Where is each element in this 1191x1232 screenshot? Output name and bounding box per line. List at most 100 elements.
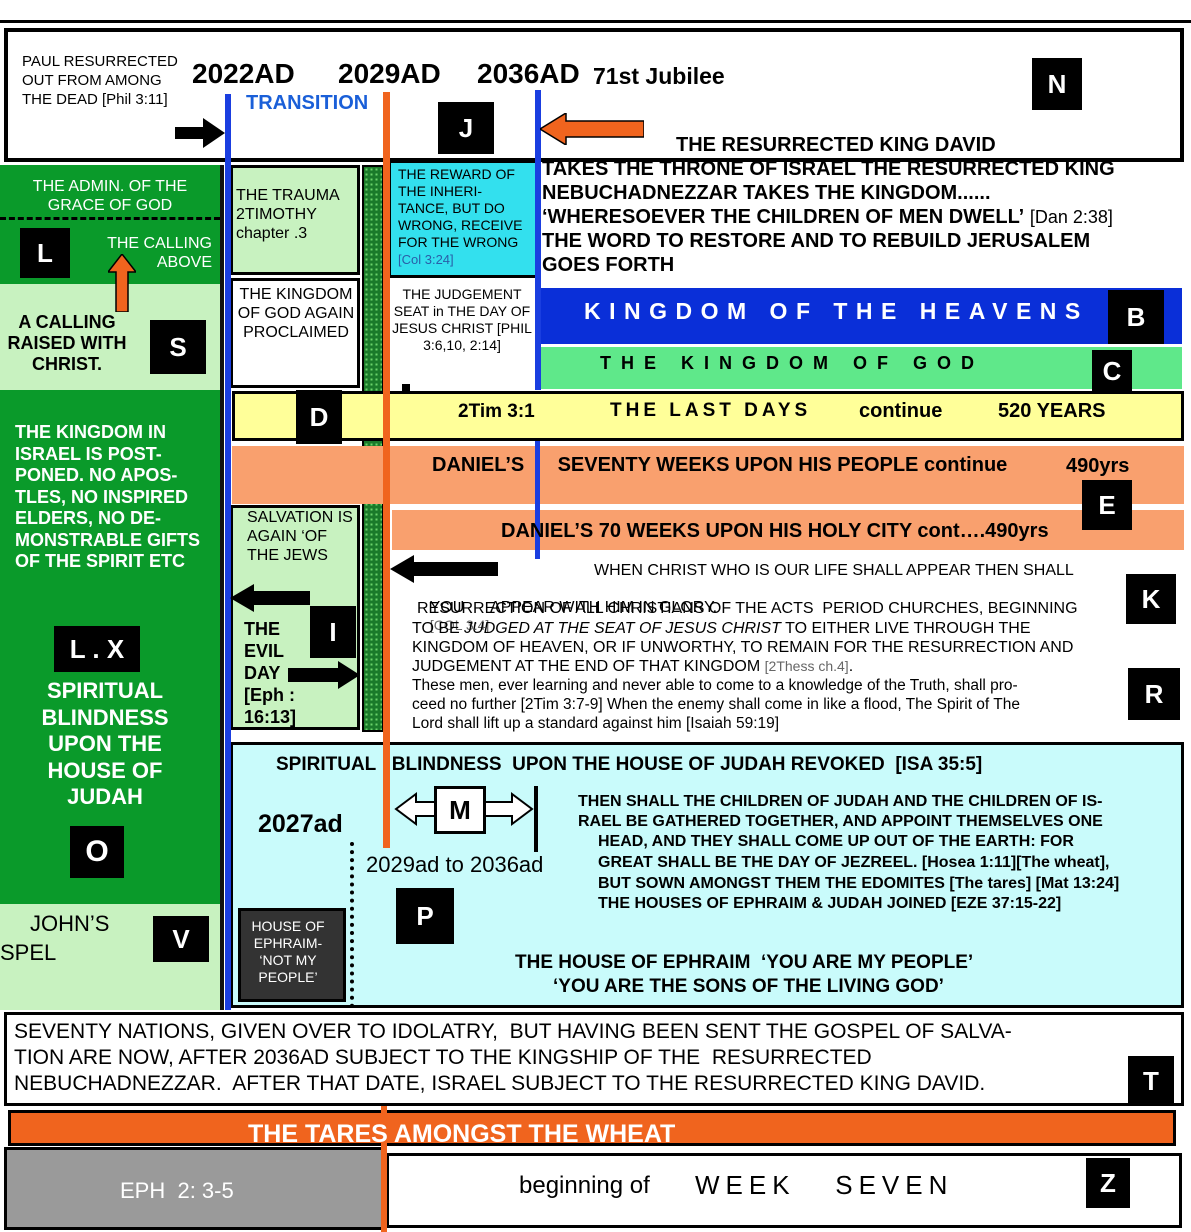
arrow-up-orange xyxy=(108,254,136,312)
label-L: L xyxy=(20,228,70,278)
nations-line1: SEVENTY NATIONS, GIVEN OVER TO IDOLATRY,… xyxy=(14,1020,1012,1043)
range-2029-2036-label: 2029ad to 2036ad xyxy=(366,852,544,877)
daniel-people-text: DANIEL’S SEVENTY WEEKS UPON HIS PEOPLE c… xyxy=(432,454,1008,476)
christ-line8: ceed no further [2Tim 3:7-9] When the en… xyxy=(412,696,1020,713)
calling-raised-text: A CALLING RAISED WITH CHRIST. xyxy=(7,312,127,374)
label-P: P xyxy=(396,888,454,944)
gather-line6: THE HOUSES OF EPHRAIM & JUDAH JOINED [EZ… xyxy=(598,895,1062,912)
king-david-line6: GOES FORTH xyxy=(542,254,675,276)
christ-line1: WHEN CHRIST WHO IS OUR LIFE SHALL APPEAR… xyxy=(594,562,1074,579)
m-end-bar xyxy=(534,786,538,852)
band-daniel-people xyxy=(232,446,1184,504)
header-panel xyxy=(4,28,1184,162)
kingdom-proclaimed-text: THE KINGDOM OF GOD AGAIN PROCLAIMED xyxy=(237,286,355,341)
trauma-text: THE TRAUMA 2TIMOTHY chapter .3 xyxy=(236,187,339,242)
kingdom-heavens-text: KINGDOM OF THE HEAVENS xyxy=(584,298,1089,324)
king-david-line4: ‘WHERESOEVER THE CHILDREN OF MEN DWELL’ … xyxy=(542,206,1113,229)
arrow-right-to-2022 xyxy=(175,118,225,148)
col-ref: [COL 3:4] xyxy=(429,617,490,633)
small-tick xyxy=(402,384,410,392)
band-kingdom-heavens xyxy=(538,288,1182,344)
spiritual-blindness-judah-text: SPIRITUAL BLINDNESS UPON THE HOUSE OF JU… xyxy=(41,678,169,809)
week-seven-text: WEEK SEVEN xyxy=(695,1170,954,1200)
dan-ref: [Dan 2:38] xyxy=(1029,207,1113,227)
label-N: N xyxy=(1032,58,1082,110)
judgement-seat-text: THE JUDGEMENT SEAT in THE DAY OF JESUS C… xyxy=(392,286,532,353)
dotted-line-2027 xyxy=(350,842,354,1008)
transition-label: TRANSITION xyxy=(246,92,369,114)
band-last-days xyxy=(232,391,1184,441)
gather-line3: HEAD, AND THEY SHALL COME UP OUT OF THE … xyxy=(598,833,1074,850)
year-2027-label: 2027ad xyxy=(258,810,343,838)
gather-line4: GREAT SHALL BE THE DAY OF JEZREEL. [Hose… xyxy=(598,854,1110,871)
week-seven-box xyxy=(386,1153,1182,1228)
gospel-text: SPEL xyxy=(0,940,57,965)
label-I: I xyxy=(310,606,356,658)
reward-main: THE REWARD OF THE INHERI-TANCE, BUT DO W… xyxy=(398,166,523,250)
gather-line2: RAEL BE GATHERED TOGETHER, AND APPOINT T… xyxy=(578,813,1103,830)
label-K: K xyxy=(1126,574,1176,624)
kingdom-god-text: THE KINGDOM OF GOD xyxy=(600,353,984,373)
king-david-line5: THE WORD TO RESTORE AND TO REBUILD JERUS… xyxy=(542,230,1091,252)
ephraim-not-my-people-text: HOUSE OF EPHRAIM- ‘NOT MY PEOPLE’ xyxy=(251,918,325,985)
to-be-text: TO BE xyxy=(412,620,460,637)
tares-band xyxy=(8,1110,1176,1146)
last-days-ref: 2Tim 3:1 xyxy=(458,401,535,422)
line-2029-orange-lower xyxy=(381,1106,387,1232)
band-kingdom-god xyxy=(538,347,1182,389)
label-Z: Z xyxy=(1086,1158,1130,1208)
label-S: S xyxy=(150,320,206,374)
johns-text: JOHN’S xyxy=(30,911,110,936)
reward-text: THE REWARD OF THE INHERI-TANCE, BUT DO W… xyxy=(398,166,532,268)
left-gap-line xyxy=(220,165,224,1010)
label-R: R xyxy=(1128,668,1180,720)
reward-ref: [Col 3:24] xyxy=(398,252,454,267)
last-days-years: 520 YEARS xyxy=(998,400,1106,422)
evil-day-text: THE EVIL DAY [Eph : 16:13] xyxy=(244,619,297,727)
my-people-text: THE HOUSE OF EPHRAIM ‘YOU ARE MY PEOPLE’ xyxy=(515,952,974,973)
christ-line5: KINGDOM OF HEAVEN, OR IF UNWORTHY, TO RE… xyxy=(412,639,1074,656)
band-daniel-city xyxy=(392,510,1184,550)
eph-ref-text: EPH 2: 3-5 xyxy=(120,1178,234,1203)
christ-line2: YOU APPEAR WITH HIM IN GLORY. [COL 3:4] xyxy=(421,581,717,635)
christ-line7: These men, ever learning and never able … xyxy=(412,677,1018,694)
appear-glory-text: YOU APPEAR WITH HIM IN GLORY. xyxy=(429,599,718,616)
label-B: B xyxy=(1108,290,1164,344)
kingdom-proclaimed-box xyxy=(230,278,360,388)
last-days-continue: continue xyxy=(859,400,943,422)
paul-resurrected-text: PAUL RESURRECTED OUT FROM AMONG THE DEAD… xyxy=(22,53,178,108)
judgement-end-text: JUDGEMENT AT THE END OF THAT KINGDOM xyxy=(412,658,761,675)
year-2036-label: 2036AD xyxy=(477,58,580,89)
jubilee-label: 71st Jubilee xyxy=(593,63,725,89)
judah-revoked-text: SPIRITUAL BLINDNESS UPON THE HOUSE OF JU… xyxy=(276,754,983,775)
label-V: V xyxy=(153,916,209,962)
nations-line3: NEBUCHADNEZZAR. AFTER THAT DATE, ISRAEL … xyxy=(14,1072,986,1095)
last-days-text: THE LAST DAYS xyxy=(610,400,812,421)
top-border-line xyxy=(0,20,1191,23)
king-david-line3: NEBUCHADNEZZAR TAKES THE KINGDOM...... xyxy=(542,182,991,204)
king-david-line2: TAKES THE THRONE OF ISRAEL THE RESURRECT… xyxy=(542,158,1115,180)
gather-line1: THEN SHALL THE CHILDREN OF JUDAH AND THE… xyxy=(578,793,1103,810)
year-2029-label: 2029AD xyxy=(338,58,441,89)
label-E: E xyxy=(1082,480,1132,530)
nations-line2: TION ARE NOW, AFTER 2036AD SUBJECT TO TH… xyxy=(14,1046,872,1069)
gather-line5: BUT SOWN AMONGST THEM THE EDOMITES [The … xyxy=(598,875,1120,892)
arrow-left-salvation xyxy=(230,584,310,612)
year-2022-label: 2022AD xyxy=(192,58,295,89)
calling-above-text: THE CALLING ABOVE xyxy=(107,235,212,271)
label-M: M xyxy=(434,786,486,834)
judged-text: JUDGED AT THE SEAT OF JESUS CHRIST xyxy=(464,620,781,637)
arrow-left-christ xyxy=(390,555,498,583)
christ-line4: TO BE JUDGED AT THE SEAT OF JESUS CHRIST… xyxy=(412,620,1030,638)
daniel-people-years: 490yrs xyxy=(1066,455,1130,477)
label-T: T xyxy=(1128,1056,1174,1106)
thess-ref: [2Thess ch.4] xyxy=(764,658,849,674)
label-D: D xyxy=(296,390,342,444)
arrow-left-orange xyxy=(540,113,644,145)
ephraim-dark-box xyxy=(238,908,346,1002)
admin-divider-dashed xyxy=(0,217,220,220)
sons-living-god-text: ‘YOU ARE THE SONS OF THE LIVING GOD’ xyxy=(553,976,944,997)
daniel-city-text: DANIEL’S 70 WEEKS UPON HIS HOLY CITY con… xyxy=(501,520,1049,542)
kingdom-postponed-text: THE KINGDOM IN ISRAEL IS POST-PONED. NO … xyxy=(15,422,200,571)
judgement-seat-box xyxy=(388,280,538,388)
